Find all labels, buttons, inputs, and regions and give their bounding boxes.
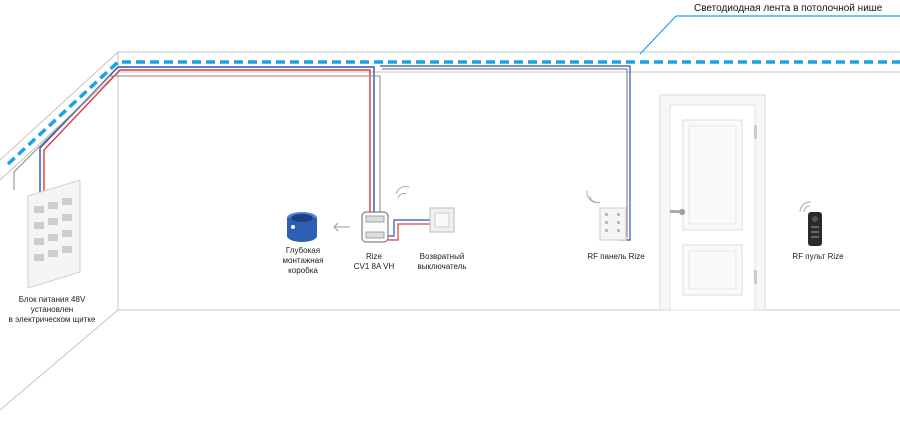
controller-device [361, 211, 389, 243]
psu-label: Блок питания 48V установлен в электричес… [4, 295, 100, 325]
controller-label: Rize CV1 8A VH [346, 252, 402, 272]
switch-label: Возвратный выключатель [412, 252, 472, 272]
push-switch-icon [429, 207, 455, 233]
junction-label-line3: коробка [288, 266, 318, 275]
room-outline [0, 51, 900, 411]
wire-positive [43, 69, 371, 215]
wireless-signal-icon [395, 185, 410, 199]
controller-label-line1: Rize [365, 252, 382, 261]
door-icon [659, 94, 766, 311]
controller-label-line2: CV1 8A VH [353, 262, 395, 271]
rf-remote-label: RF пульт Rize [792, 252, 844, 261]
wire-gray [13, 75, 381, 215]
rf-panel-signal-icon [586, 190, 601, 203]
wire-switch [388, 219, 430, 241]
electrical-panel [27, 179, 81, 289]
rf-panel-icon [599, 207, 627, 241]
rf-remote-signal-icon [799, 201, 812, 213]
wire-rf-panel [380, 65, 631, 241]
led-strip-label: Светодиодная лента в потолочной нише [694, 3, 883, 14]
switch-label-line2: выключатель [417, 262, 467, 271]
junction-box-label: Глубокая монтажная коробка [276, 246, 330, 276]
switch-label-line1: Возвратный [419, 252, 465, 261]
led-strip-pointer [639, 15, 677, 55]
arrow-left-icon [333, 222, 350, 232]
psu-label-line3: в электрическом щитке [8, 315, 96, 324]
junction-label-line1: Глубокая [285, 246, 321, 255]
rf-panel-label: RF панель Rize [587, 252, 645, 261]
psu-label-line1: Блок питания 48V [18, 295, 86, 304]
rf-remote-icon [808, 212, 822, 246]
psu-label-line2: установлен [30, 305, 74, 314]
junction-label-line2: монтажная [282, 256, 324, 265]
wire-negative [39, 66, 375, 215]
junction-box-icon [287, 212, 317, 242]
led-strip [6, 60, 900, 166]
